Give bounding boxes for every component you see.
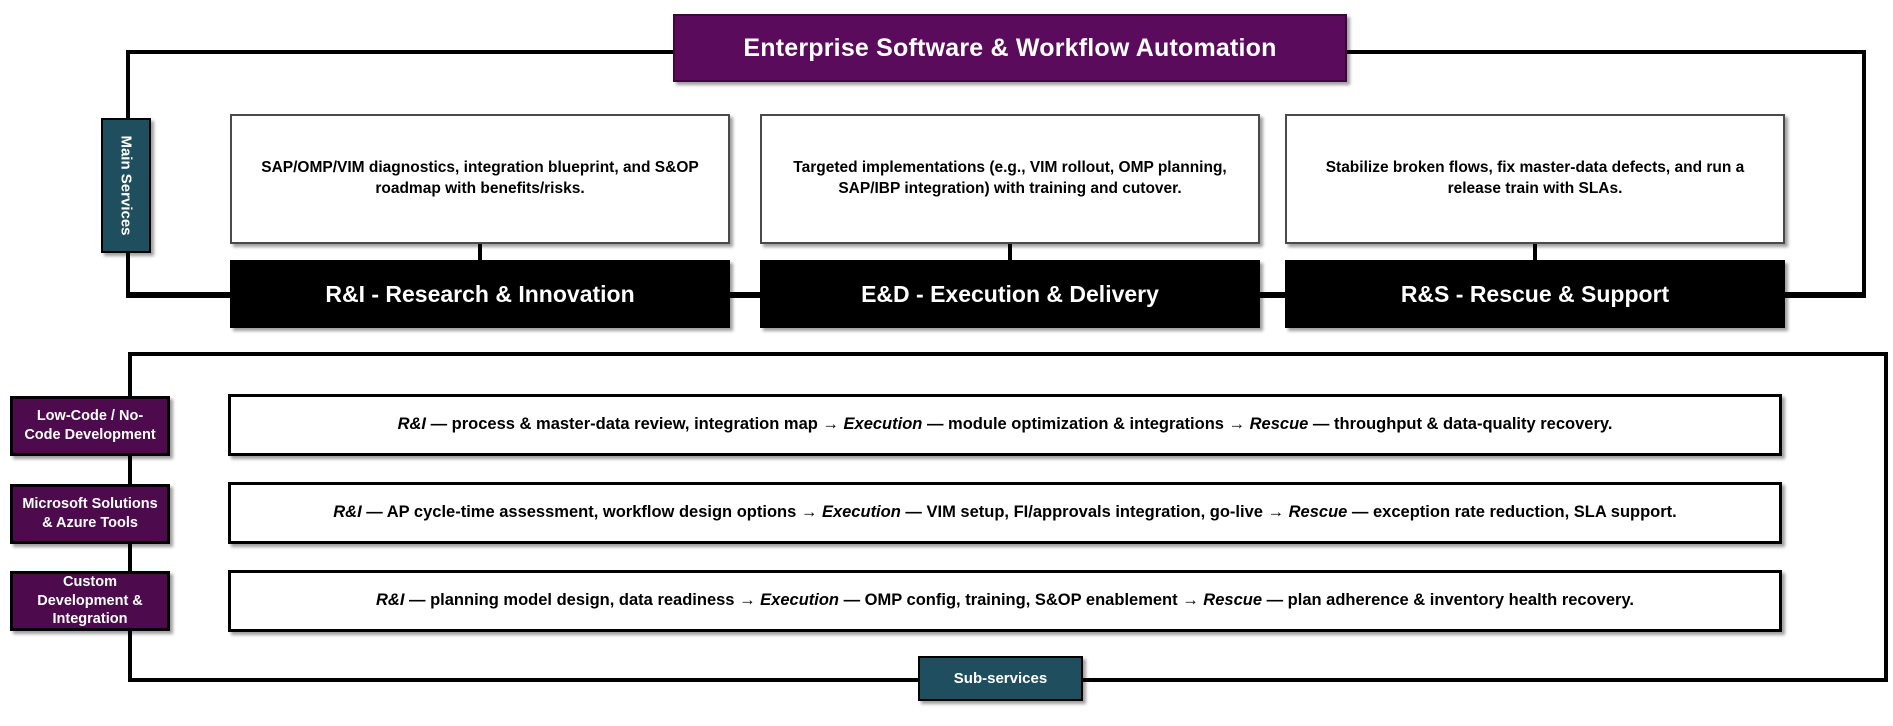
- main-service-category-2[interactable]: R&S - Rescue & Support: [1285, 260, 1785, 328]
- connector-bar0-bar1: [728, 292, 762, 296]
- detail-segment-2: — VIM setup, FI/approvals integration, g…: [900, 503, 1289, 522]
- sub-service-detail-text: R&I — planning model design, data readin…: [376, 590, 1634, 611]
- connector-frame-left-bar: [126, 292, 232, 296]
- main-services-tab-label: Main Services: [117, 135, 135, 236]
- detail-phase-rescue: Rescue: [1249, 415, 1309, 434]
- main-service-description-0: SAP/OMP/VIM diagnostics, integration blu…: [230, 114, 730, 244]
- sub-services-tab-label: Sub-services: [953, 670, 1048, 687]
- main-service-description-text: Targeted implementations (e.g., VIM roll…: [793, 159, 1227, 197]
- detail-segment-3: — plan adherence & inventory health reco…: [1262, 591, 1634, 610]
- detail-phase-research: R&I: [333, 503, 362, 522]
- sub-service-label-1[interactable]: Microsoft Solutions & Azure Tools: [10, 484, 170, 544]
- main-service-description-text: SAP/OMP/VIM diagnostics, integration blu…: [261, 159, 699, 197]
- sub-service-detail-0: R&I — process & master-data review, inte…: [228, 394, 1782, 456]
- main-service-description-2: Stabilize broken flows, fix master-data …: [1285, 114, 1785, 244]
- diagram-title: Enterprise Software & Workflow Automatio…: [673, 14, 1347, 82]
- detail-phase-execution: Execution: [843, 415, 923, 434]
- detail-phase-research: R&I: [397, 415, 426, 434]
- detail-phase-rescue: Rescue: [1203, 591, 1262, 610]
- connector-card-bar-2: [1533, 244, 1537, 262]
- detail-phase-execution: Execution: [760, 591, 840, 610]
- detail-phase-execution: Execution: [821, 503, 901, 522]
- main-service-description-text: Stabilize broken flows, fix master-data …: [1325, 159, 1745, 197]
- spine-segment-1: [128, 544, 132, 571]
- connector-bar1-bar2: [1258, 292, 1287, 296]
- detail-phase-research: R&I: [376, 591, 405, 610]
- sub-service-label-0[interactable]: Low-Code / No-Code Development: [10, 396, 170, 456]
- sub-service-label-text: Microsoft Solutions & Azure Tools: [22, 496, 158, 531]
- spine-segment-2: [128, 631, 132, 682]
- sub-service-label-text: Low-Code / No-Code Development: [24, 408, 156, 443]
- sub-service-label-text: Custom Development & Integration: [37, 573, 143, 628]
- detail-segment-2: — module optimization & integrations →: [922, 415, 1250, 434]
- detail-segment-1: — process & master-data review, integrat…: [426, 415, 844, 434]
- connector-card-bar-0: [478, 244, 482, 262]
- sub-service-detail-text: R&I — AP cycle-time assessment, workflow…: [333, 502, 1677, 523]
- detail-segment-1: — planning model design, data readiness …: [404, 591, 761, 610]
- sub-service-detail-text: R&I — process & master-data review, inte…: [398, 414, 1613, 435]
- sub-service-detail-1: R&I — AP cycle-time assessment, workflow…: [228, 482, 1782, 544]
- main-service-category-0[interactable]: R&I - Research & Innovation: [230, 260, 730, 328]
- sub-services-tab: Sub-services: [918, 656, 1083, 701]
- main-service-category-label: E&D - Execution & Delivery: [861, 280, 1159, 307]
- detail-segment-1: — AP cycle-time assessment, workflow des…: [361, 503, 822, 522]
- connector-bar-frame-right: [1783, 292, 1866, 296]
- main-service-category-label: R&I - Research & Innovation: [325, 280, 635, 307]
- main-service-description-1: Targeted implementations (e.g., VIM roll…: [760, 114, 1260, 244]
- detail-segment-2: — OMP config, training, S&OP enablement …: [839, 591, 1204, 610]
- main-service-category-1[interactable]: E&D - Execution & Delivery: [760, 260, 1260, 328]
- detail-phase-rescue: Rescue: [1288, 503, 1348, 522]
- detail-segment-3: — throughput & data-quality recovery.: [1308, 415, 1613, 434]
- sub-service-detail-2: R&I — planning model design, data readin…: [228, 570, 1782, 632]
- detail-segment-3: — exception rate reduction, SLA support.: [1347, 503, 1677, 522]
- spine-segment-0: [128, 456, 132, 484]
- main-services-tab: Main Services: [101, 118, 151, 253]
- diagram-title-text: Enterprise Software & Workflow Automatio…: [743, 33, 1277, 62]
- connector-card-bar-1: [1008, 244, 1012, 262]
- main-service-category-label: R&S - Rescue & Support: [1400, 280, 1670, 307]
- sub-service-label-2[interactable]: Custom Development & Integration: [10, 571, 170, 631]
